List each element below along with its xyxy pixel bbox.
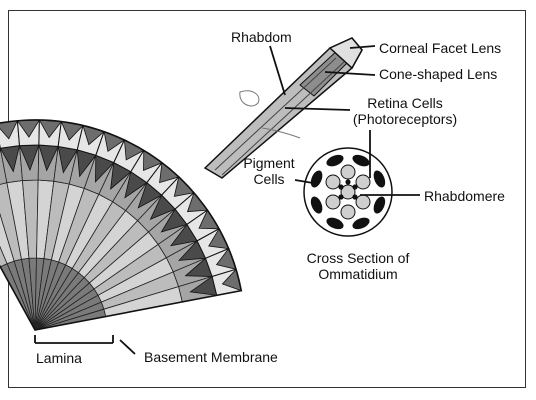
compound-eye-wedge <box>0 120 241 330</box>
retina-cells-line1: Retina Cells <box>340 95 470 111</box>
rhabdomere-label: Rhabdomere <box>424 188 505 204</box>
lamina-label: Lamina <box>36 350 82 366</box>
cross-section-diagram <box>304 148 392 236</box>
rhabdom-leader <box>270 46 285 95</box>
retina-cells-label: Retina Cells (Photoreceptors) <box>340 95 470 127</box>
cross-section-label: Cross Section of Ommatidium <box>293 250 423 282</box>
pigment-cells-label: Pigment Cells <box>238 155 300 187</box>
pigment-cells-line2: Cells <box>238 171 300 187</box>
cross-section-line2: Ommatidium <box>293 266 423 282</box>
cone-shaped-lens-label: Cone-shaped Lens <box>379 66 497 82</box>
corneal-facet-lens-label: Corneal Facet Lens <box>379 40 501 56</box>
pigment-cells-line1: Pigment <box>238 155 300 171</box>
cross-section-line1: Cross Section of <box>293 250 423 266</box>
retina-cells-line2: (Photoreceptors) <box>340 111 470 127</box>
rhabdom-label: Rhabdom <box>231 29 292 45</box>
basement-membrane-leader <box>120 340 135 354</box>
basement-membrane-label: Basement Membrane <box>144 349 278 365</box>
